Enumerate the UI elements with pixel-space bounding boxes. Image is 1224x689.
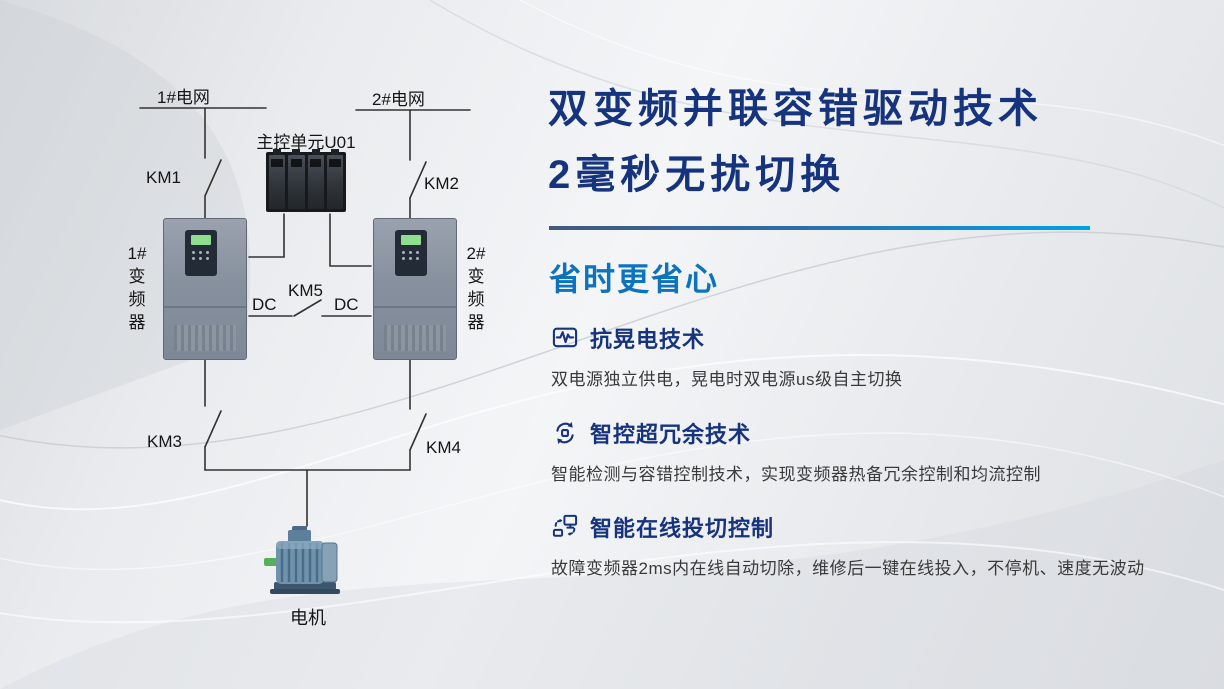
vfd2-label: 2#变频器 (466, 244, 486, 332)
feature-online-switch: 智能在线投切控制 故障变频器2ms内在线自动切除，维修后一键在线投入，不停机、速… (551, 511, 1211, 579)
feature-header: 智控超冗余技术 (551, 417, 1211, 449)
contactor-km5-label: KM5 (288, 281, 323, 300)
motor-device (264, 526, 340, 594)
dc-right-label: DC (334, 295, 359, 314)
motor-label: 电机 (290, 608, 326, 628)
grid1-label: 1#电网 (157, 88, 210, 107)
feature-title: 抗晃电技术 (590, 327, 706, 352)
plc-module (269, 149, 286, 209)
vfd-buttons (402, 251, 405, 254)
plc-module (307, 149, 324, 209)
feature-desc: 故障变频器2ms内在线自动切除，维修后一键在线投入，不停机、速度无波动 (551, 559, 1145, 578)
feature-desc: 智能检测与容错控制技术，实现变频器热备冗余控制和均流控制 (551, 465, 1041, 484)
feature-redundancy: 智控超冗余技术 智能检测与容错控制技术，实现变频器热备冗余控制和均流控制 (551, 417, 1211, 485)
online-switch-icon (551, 513, 579, 541)
vfd-seam (374, 305, 456, 308)
power-sag-icon (551, 324, 579, 352)
circuit-wires (139, 107, 471, 527)
feature-desc: 双电源独立供电，晃电时双电源us级自主切换 (551, 370, 903, 389)
plc-module (288, 149, 305, 209)
contactor-km3-label: KM3 (147, 432, 182, 451)
plc-module (326, 149, 343, 209)
vfd-keypad (395, 230, 427, 276)
feature-header: 智能在线投切控制 (551, 511, 1211, 543)
vfd-vents (384, 325, 446, 351)
subtitle: 省时更省心 (549, 261, 720, 297)
control-unit-device (266, 149, 346, 212)
redundancy-icon (551, 419, 579, 447)
feature-title: 智能在线投切控制 (590, 516, 775, 541)
main-title: 双变频并联容错驱动技术 2毫秒无扰切换 (548, 76, 1043, 208)
vfd-seam (164, 305, 246, 308)
vfd-vents (174, 325, 236, 351)
vfd-display (191, 235, 211, 245)
vfd-buttons (192, 251, 195, 254)
feature-anti-sag: 抗晃电技术 双电源独立供电，晃电时双电源us级自主切换 (551, 322, 1211, 390)
vfd1-label: 1#变频器 (127, 244, 147, 332)
control-unit-label: 主控单元U01 (256, 133, 356, 152)
contactor-km2-label: KM2 (424, 174, 459, 193)
vfd1-device (163, 218, 247, 360)
vfd-display (401, 235, 421, 245)
feature-header: 抗晃电技术 (551, 322, 1211, 354)
circuit-diagram: 1#电网 2#电网 主控单元U01 KM1 KM2 KM3 KM4 KM5 DC… (0, 0, 540, 689)
contactor-km4-label: KM4 (426, 438, 461, 457)
contactor-km1-label: KM1 (146, 168, 181, 187)
vfd-keypad (185, 230, 217, 276)
grid2-label: 2#电网 (372, 90, 425, 109)
title-line-2: 2毫秒无扰切换 (548, 153, 846, 197)
feature-title: 智控超冗余技术 (590, 422, 752, 447)
vfd2-device (373, 218, 457, 360)
dc-left-label: DC (252, 295, 277, 314)
accent-divider (549, 226, 1090, 230)
title-line-1: 双变频并联容错驱动技术 (548, 87, 1043, 131)
